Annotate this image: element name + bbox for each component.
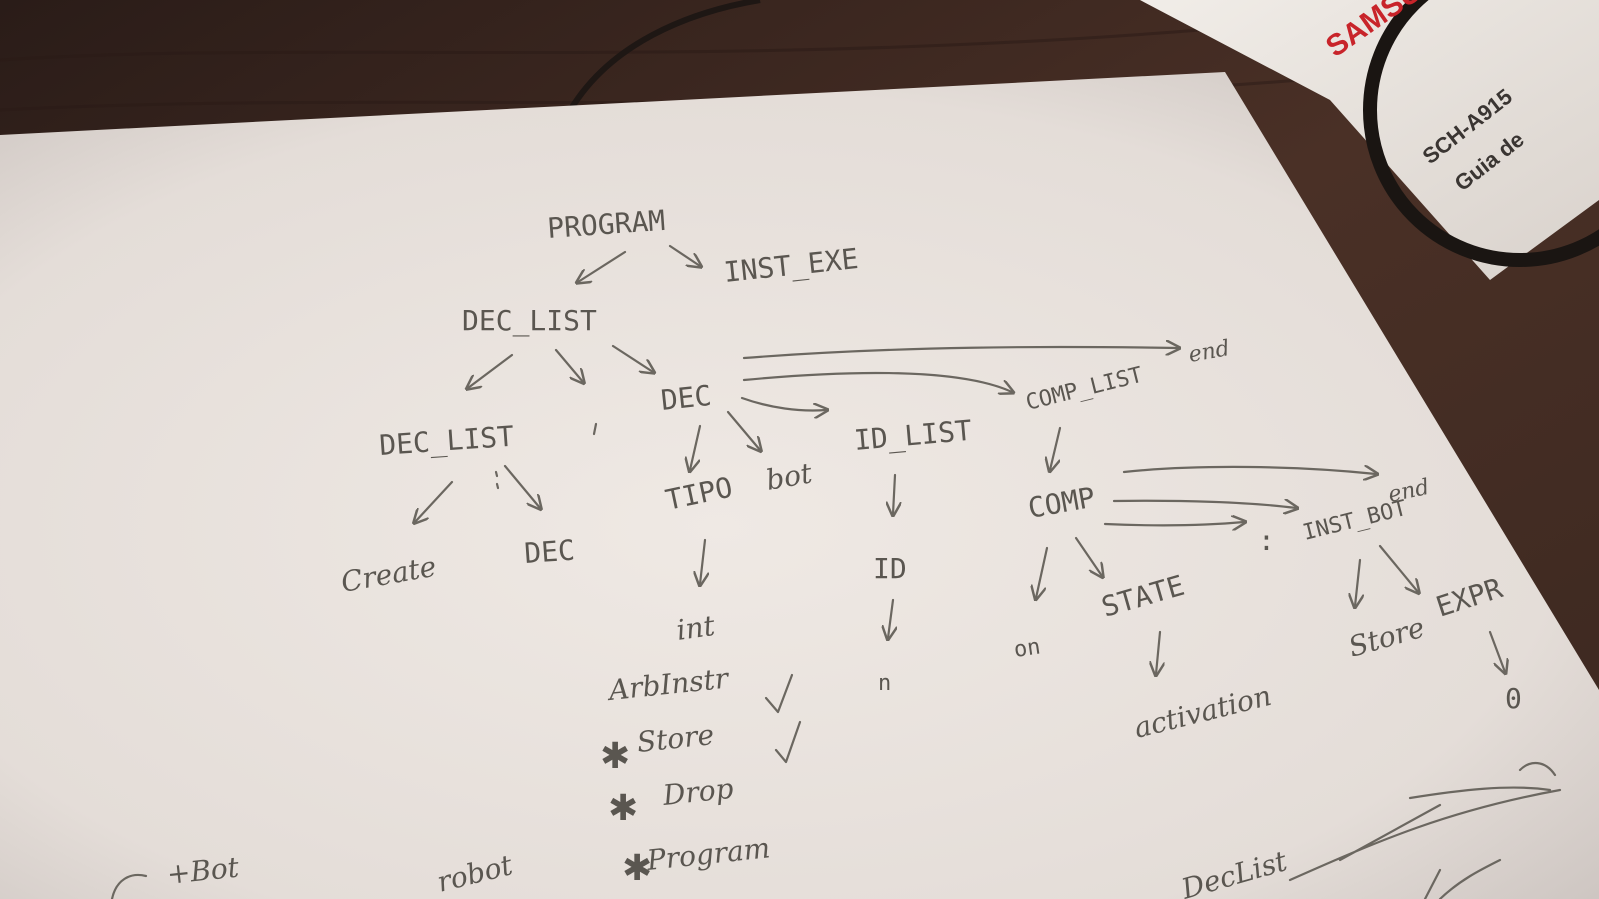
checkmark-icon-2 — [774, 720, 802, 764]
arrow-expr-to-zero — [1488, 630, 1505, 672]
node-int: int — [674, 609, 717, 647]
arrow-dec-left-list-to-dec — [503, 464, 540, 508]
arrow-dec-to-id-list — [740, 396, 826, 411]
cable — [557, 0, 761, 132]
arrow-dec-left-list-to-create — [415, 480, 454, 522]
node-n: n — [878, 671, 891, 696]
note-bottom-left: +Bot — [165, 851, 241, 891]
star-store-icon: ✱ — [600, 736, 630, 777]
arrow-inst-bot-to-expr — [1378, 544, 1418, 592]
note-store: Store — [635, 718, 715, 759]
arrow-tipo-to-int — [700, 538, 705, 584]
arrow-id-to-n — [888, 598, 893, 638]
arrow-dec-list-to-dec — [611, 344, 653, 372]
note-drop: Drop — [660, 772, 735, 812]
arrow-program-to-dec-list — [578, 250, 627, 282]
cd-disc — [1363, 0, 1599, 267]
paper-sheet — [0, 72, 1599, 899]
node-dec-list-top: DEC_LIST — [462, 304, 597, 338]
bottom-right-scribble — [1423, 762, 1557, 899]
tree-arrows — [415, 244, 1505, 674]
arrow-dec-to-bot — [726, 410, 760, 450]
arrow-dec-to-tipo — [690, 424, 702, 470]
arrow-comp-to-inst-bot — [1112, 501, 1296, 508]
arrow-comp-to-state — [1074, 536, 1102, 576]
star-program-icon: ✱ — [622, 848, 652, 889]
arrow-inst-bot-to-store — [1355, 558, 1360, 606]
arrow-dec-list-to-left — [468, 353, 514, 388]
semicolon-mark — [592, 422, 598, 436]
arrow-id-list-to-id — [893, 473, 895, 514]
crossed-out-scribble — [1288, 786, 1562, 882]
colon-mark — [494, 470, 500, 490]
arrow-to-comp-list — [742, 371, 1012, 392]
arrow-dec-list-to-semicolon — [554, 348, 583, 382]
node-colon: : — [1258, 524, 1275, 557]
node-zero: 0 — [1505, 682, 1522, 715]
arrow-comp-to-on — [1036, 546, 1049, 598]
node-on: on — [1012, 634, 1042, 662]
arrow-comp-to-end — [1122, 467, 1376, 474]
node-id: ID — [873, 552, 907, 585]
node-dec-left: DEC — [523, 534, 576, 570]
star-drop-icon: ✱ — [608, 788, 638, 829]
arrow-program-to-inst-exe — [668, 244, 700, 266]
arrow-to-end-top — [742, 347, 1178, 360]
arrow-comp-to-colon — [1103, 522, 1244, 525]
note-bottom-left-scribble — [110, 873, 148, 899]
node-bot: bot — [763, 456, 815, 497]
node-program: PROGRAM — [546, 204, 666, 245]
samsung-booklet: SAMSU SCH-A915 Guia de — [1140, 0, 1599, 280]
checkmark-icon — [764, 673, 794, 714]
node-dec-top: DEC — [659, 379, 713, 417]
arrow-state-to-activation — [1156, 630, 1160, 674]
arrow-comp-list-to-comp — [1050, 426, 1062, 470]
